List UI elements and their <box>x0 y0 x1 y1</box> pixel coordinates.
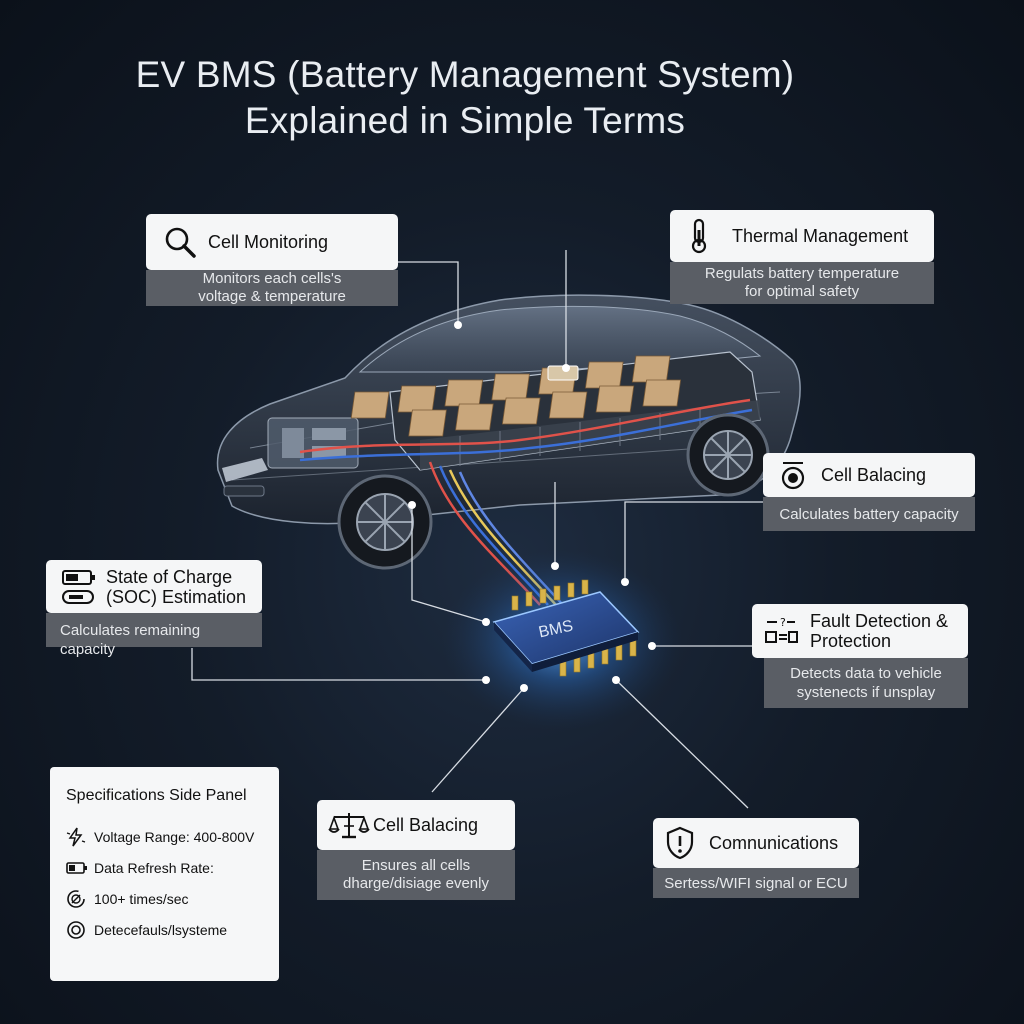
card-cell-balancing-right: Cell Balacing Calculates battery capacit… <box>763 453 975 531</box>
card-communications: Comnunications Sertess/WIFI signal or EC… <box>653 818 859 898</box>
card-cell-balancing-right-title: Cell Balacing <box>821 464 927 485</box>
card-thermal-management-desc: Regulats battery temperature for optimal… <box>670 262 934 304</box>
card-soc-estimation-head: State of Charge (SOC) Estimation <box>46 560 262 613</box>
title-line-2: Explained in Simple Terms <box>244 100 686 141</box>
card-soc-estimation-title-1: State of Charge <box>106 566 233 587</box>
gauge-icon <box>775 459 811 491</box>
lightning-icon <box>66 827 94 847</box>
battery-pack <box>299 351 761 471</box>
title-line-1: EV BMS (Battery Management System) <box>135 54 795 95</box>
connector-lines <box>191 250 775 809</box>
card-soc-estimation-title-2: (SOC) Estimation <box>106 586 247 607</box>
fault-icon: ? <box>762 614 802 648</box>
card-fault-detection-title: Fault Detection & Protection <box>810 611 948 651</box>
spec-row-detect: Detecefauls/lsysteme <box>66 914 279 945</box>
battery-icon <box>60 567 98 607</box>
spec-row-voltage: Voltage Range: 400-800V <box>66 821 279 852</box>
spec-row-rate: 100+ times/sec <box>66 883 279 914</box>
card-cell-monitoring-desc-2: voltage & temperature <box>198 288 346 305</box>
card-cell-monitoring-desc-1: Monitors each cells's <box>202 270 342 287</box>
card-cell-balancing-bottom-desc-1: Ensures all cells <box>361 857 471 874</box>
card-cell-monitoring-desc: Monitors each cells's voltage & temperat… <box>146 270 398 306</box>
bms-chip: BMS <box>492 579 640 677</box>
rear-wheel <box>686 413 770 497</box>
card-cell-monitoring-title: Cell Monitoring <box>208 231 329 252</box>
spec-row-refresh: Data Refresh Rate: <box>66 852 279 883</box>
connector-dots <box>408 321 656 692</box>
card-cell-balancing-bottom-desc-2: dharge/disiage evenly <box>343 875 489 892</box>
card-soc-estimation-desc: Calculates remaining capacity <box>46 613 262 658</box>
card-communications-desc-1: Sertess/WIFI signal or ECU <box>664 875 848 892</box>
card-fault-detection: ? Fault Detection & Protection Detects d… <box>752 604 968 708</box>
card-thermal-management-head: Thermal Management <box>670 210 934 262</box>
chip-label: BMS <box>537 618 574 642</box>
spec-row-voltage-text: Voltage Range: 400-800V <box>94 828 255 845</box>
card-communications-title: Comnunications <box>709 832 839 853</box>
card-soc-estimation-desc-1: Calculates remaining capacity <box>60 622 201 658</box>
card-fault-detection-head: ? Fault Detection & Protection <box>752 604 968 658</box>
page-title: EV BMS (Battery Management System) Expla… <box>0 52 930 144</box>
specifications-panel: Specifications Side Panel Voltage Range:… <box>50 767 279 981</box>
card-thermal-management-title: Thermal Management <box>732 225 909 246</box>
front-wheel <box>337 474 433 570</box>
card-soc-estimation-title: State of Charge (SOC) Estimation <box>106 567 246 607</box>
card-cell-balancing-right-desc: Calculates battery capacity <box>763 497 975 531</box>
card-cell-balancing-bottom-title: Cell Balacing <box>373 814 479 835</box>
spec-row-rate-text: 100+ times/sec <box>94 890 189 907</box>
card-cell-monitoring: Cell Monitoring Monitors each cells's vo… <box>146 214 398 306</box>
card-cell-balancing-bottom: Cell Balacing Ensures all cells dharge/d… <box>317 800 515 900</box>
spec-row-refresh-text: Data Refresh Rate: <box>94 859 214 876</box>
card-cell-balancing-right-desc-1: Calculates battery capacity <box>779 506 959 523</box>
card-communications-head: Comnunications <box>653 818 859 868</box>
card-fault-detection-desc-2: systenects if unsplay <box>796 684 936 701</box>
card-communications-desc: Sertess/WIFI signal or ECU <box>653 868 859 898</box>
magnifier-icon <box>160 225 200 259</box>
card-fault-detection-desc: Detects data to vehicle systenects if un… <box>764 658 968 708</box>
shield-alert-icon <box>663 826 697 860</box>
specifications-panel-title: Specifications Side Panel <box>66 787 247 804</box>
thermometer-icon <box>684 218 714 254</box>
battery-small-icon <box>66 861 94 875</box>
card-cell-balancing-right-head: Cell Balacing <box>763 453 975 497</box>
card-fault-detection-desc-1: Detects data to vehicle <box>790 665 942 682</box>
card-thermal-management: Thermal Management Regulats battery temp… <box>670 210 934 304</box>
spec-row-detect-text: Detecefauls/lsysteme <box>94 921 228 938</box>
card-cell-balancing-bottom-head: Cell Balacing <box>317 800 515 850</box>
target-icon <box>66 920 94 940</box>
card-fault-detection-title-1: Fault Detection & <box>810 611 949 631</box>
balance-scale-icon <box>327 809 371 841</box>
svg-text:?: ? <box>780 616 786 629</box>
car-illustration <box>216 294 801 570</box>
card-soc-estimation: State of Charge (SOC) Estimation Calcula… <box>46 560 262 658</box>
card-thermal-management-desc-2: for optimal safety <box>744 283 860 300</box>
card-cell-monitoring-head: Cell Monitoring <box>146 214 398 270</box>
card-thermal-management-desc-1: Regulats battery temperature <box>704 265 900 282</box>
card-fault-detection-title-2: Protection <box>810 631 892 651</box>
refresh-icon <box>66 889 94 909</box>
card-cell-balancing-bottom-desc: Ensures all cells dharge/disiage evenly <box>317 850 515 900</box>
